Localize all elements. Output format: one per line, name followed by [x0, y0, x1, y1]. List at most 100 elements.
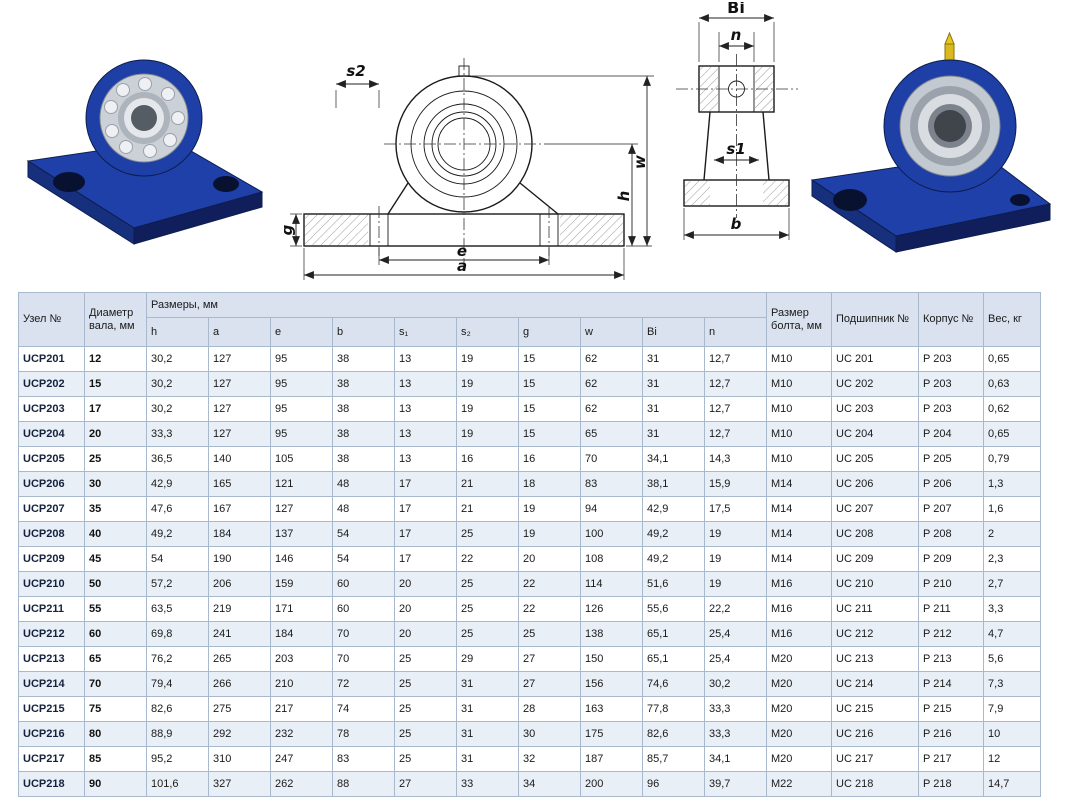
n-cell: 19 — [703, 546, 768, 572]
a-cell: 190 — [208, 546, 271, 572]
housing-cell: P 216 — [918, 721, 985, 747]
col-header-dim-a: a — [208, 317, 271, 347]
g-cell: 22 — [518, 571, 581, 597]
housing-cell: P 203 — [918, 371, 985, 397]
shaft-diameter-cell: 65 — [84, 646, 147, 672]
weight-cell: 0,79 — [983, 446, 1042, 472]
e-cell: 95 — [270, 421, 333, 447]
bi-cell: 31 — [642, 421, 705, 447]
shaft-diameter-cell: 17 — [84, 396, 147, 422]
e-cell: 159 — [270, 571, 333, 597]
e-cell: 232 — [270, 721, 333, 747]
weight-cell: 3,3 — [983, 596, 1042, 622]
e-cell: 171 — [270, 596, 333, 622]
mounting-hole — [833, 189, 867, 211]
shaft-diameter-cell: 20 — [84, 421, 147, 447]
b-cell: 70 — [332, 646, 395, 672]
g-cell: 30 — [518, 721, 581, 747]
b-cell: 70 — [332, 621, 395, 647]
g-cell: 22 — [518, 596, 581, 622]
s2-cell: 31 — [456, 696, 519, 722]
s2-cell: 16 — [456, 446, 519, 472]
e-cell: 95 — [270, 346, 333, 372]
col-header-shaft-diameter: Диаметр вала, мм — [84, 292, 147, 347]
bi-cell: 96 — [642, 771, 705, 797]
housing-cell: P 217 — [918, 746, 985, 772]
shaft-diameter-cell: 75 — [84, 696, 147, 722]
col-header-dim-s2: s₂ — [456, 317, 519, 347]
a-cell: 167 — [208, 496, 271, 522]
s2-cell: 22 — [456, 546, 519, 572]
n-cell: 12,7 — [703, 346, 768, 372]
bearing-photo-right — [810, 31, 1052, 253]
s1-cell: 17 — [394, 521, 457, 547]
b-cell: 38 — [332, 446, 395, 472]
n-cell: 25,4 — [703, 621, 768, 647]
bolt-cell: M10 — [766, 371, 833, 397]
s2-cell: 21 — [456, 496, 519, 522]
shaft-diameter-cell: 25 — [84, 446, 147, 472]
bearing-cell: UC 216 — [831, 721, 920, 747]
col-header-dim-s1: s₁ — [394, 317, 457, 347]
h-cell: 30,2 — [146, 371, 209, 397]
unit-cell: UCP216 — [18, 721, 85, 747]
drawing-side-view: Bi n s1 b — [676, 2, 798, 240]
housing-cell: P 211 — [918, 596, 985, 622]
housing-cell: P 207 — [918, 496, 985, 522]
b-cell: 48 — [332, 496, 395, 522]
bolt-cell: M14 — [766, 471, 833, 497]
bearing-cell: UC 217 — [831, 746, 920, 772]
unit-cell: UCP209 — [18, 546, 85, 572]
bolt-cell: M14 — [766, 546, 833, 572]
b-cell: 38 — [332, 346, 395, 372]
s1-cell: 13 — [394, 446, 457, 472]
n-cell: 14,3 — [703, 446, 768, 472]
e-cell: 217 — [270, 696, 333, 722]
spec-table: Узел № Диаметр вала, мм Размеры, мм Разм… — [18, 292, 1042, 797]
s1-cell: 20 — [394, 571, 457, 597]
s1-cell: 17 — [394, 546, 457, 572]
b-cell: 78 — [332, 721, 395, 747]
h-cell: 76,2 — [146, 646, 209, 672]
bearing-cell: UC 211 — [831, 596, 920, 622]
w-cell: 108 — [580, 546, 643, 572]
product-views: s2 g e a h w — [0, 0, 1069, 292]
bi-cell: 31 — [642, 396, 705, 422]
e-cell: 262 — [270, 771, 333, 797]
h-cell: 54 — [146, 546, 209, 572]
dim-label-s1: s1 — [726, 140, 745, 158]
b-cell: 48 — [332, 471, 395, 497]
g-cell: 15 — [518, 421, 581, 447]
s2-cell: 25 — [456, 521, 519, 547]
s1-cell: 20 — [394, 621, 457, 647]
weight-cell: 0,65 — [983, 346, 1042, 372]
n-cell: 25,4 — [703, 646, 768, 672]
col-header-housing-number: Корпус № — [918, 292, 985, 347]
w-cell: 200 — [580, 771, 643, 797]
bi-cell: 51,6 — [642, 571, 705, 597]
shaft-diameter-cell: 12 — [84, 346, 147, 372]
drawing-front-view: s2 g e a h w — [284, 58, 654, 280]
bearing-cell: UC 214 — [831, 671, 920, 697]
h-cell: 101,6 — [146, 771, 209, 797]
s2-cell: 31 — [456, 746, 519, 772]
weight-cell: 4,7 — [983, 621, 1042, 647]
s2-cell: 29 — [456, 646, 519, 672]
w-cell: 94 — [580, 496, 643, 522]
a-cell: 127 — [208, 346, 271, 372]
housing-cell: P 203 — [918, 396, 985, 422]
s1-cell: 25 — [394, 696, 457, 722]
n-cell: 12,7 — [703, 421, 768, 447]
weight-cell: 12 — [983, 746, 1042, 772]
w-cell: 156 — [580, 671, 643, 697]
bolt-cell: M22 — [766, 771, 833, 797]
h-cell: 69,8 — [146, 621, 209, 647]
n-cell: 19 — [703, 571, 768, 597]
grease-fitting — [944, 43, 955, 63]
shaft-diameter-cell: 80 — [84, 721, 147, 747]
bearing-balls — [104, 77, 185, 158]
bearing-cell: UC 204 — [831, 421, 920, 447]
